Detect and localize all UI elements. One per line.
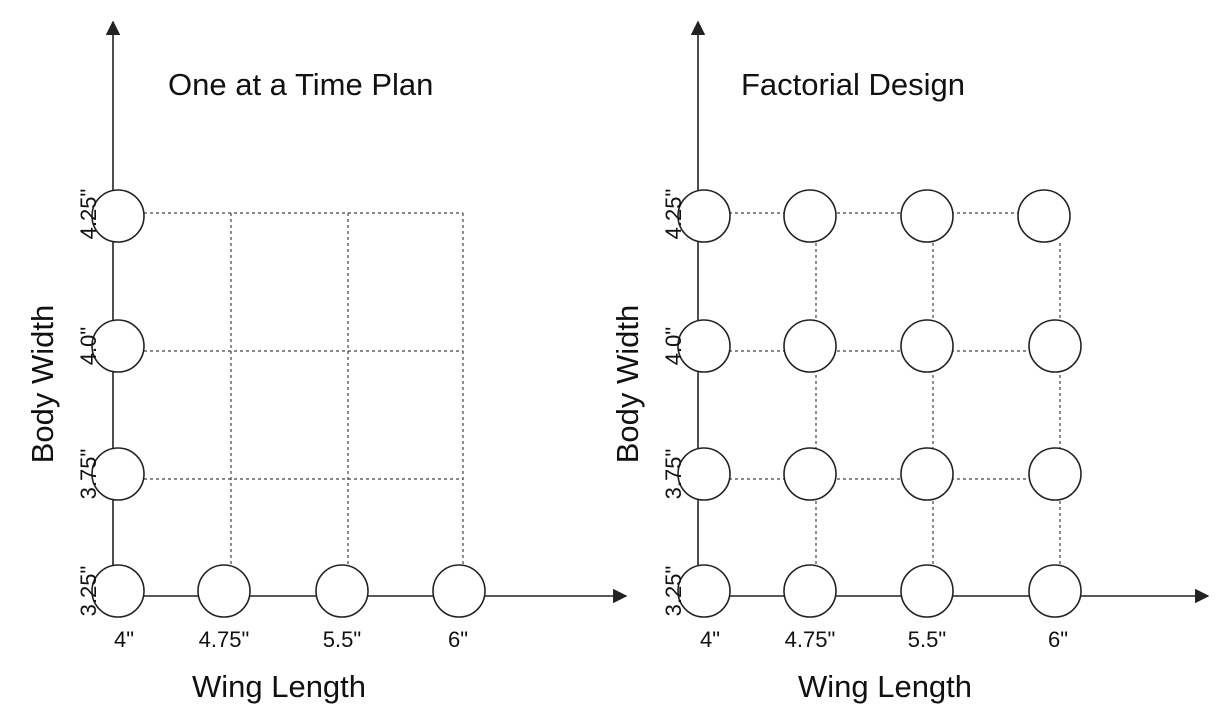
run-point	[900, 564, 954, 618]
run-point	[1017, 189, 1071, 243]
run-point	[432, 564, 486, 618]
run-point	[677, 564, 731, 618]
run-point	[1028, 447, 1082, 501]
x-tick-label: 5.5"	[908, 627, 946, 652]
run-point	[315, 564, 369, 618]
x-tick-labels: 4" 4.75" 5.5" 6"	[114, 627, 468, 652]
x-tick-label: 4"	[114, 627, 134, 652]
run-point	[91, 319, 145, 373]
x-tick-label: 4.75"	[785, 627, 836, 652]
factorial-design-panel: Factorial Design	[610, 20, 1210, 704]
one-at-a-time-panel: One at a Time Plan 4" 4.75" 5.5" 6"	[25, 20, 628, 704]
run-point	[1028, 319, 1082, 373]
y-tick-label: 4.0"	[661, 327, 686, 365]
run-point	[677, 447, 731, 501]
run-points	[677, 189, 1082, 618]
y-tick-label: 3.25"	[661, 566, 686, 617]
x-tick-labels: 4" 4.75" 5.5" 6"	[700, 627, 1068, 652]
run-point	[91, 447, 145, 501]
x-axis-label: Wing Length	[798, 669, 972, 704]
y-tick-labels: 3.25" 3.75" 4.0" 4.25"	[76, 189, 101, 617]
run-point	[91, 189, 145, 243]
run-point	[900, 189, 954, 243]
y-axis-label: Body Width	[610, 305, 645, 464]
run-point	[677, 189, 731, 243]
x-tick-label: 6"	[448, 627, 468, 652]
run-point	[900, 447, 954, 501]
run-point	[677, 319, 731, 373]
run-point	[1028, 564, 1082, 618]
panel-title: One at a Time Plan	[168, 67, 433, 102]
run-point	[91, 564, 145, 618]
y-tick-label: 4.25"	[661, 189, 686, 240]
x-tick-label: 6"	[1048, 627, 1068, 652]
run-point	[783, 564, 837, 618]
run-point	[783, 319, 837, 373]
x-tick-label: 4.75"	[199, 627, 250, 652]
run-point	[900, 319, 954, 373]
run-point	[197, 564, 251, 618]
grid-lines	[729, 212, 1061, 565]
y-tick-label: 4.0"	[76, 327, 101, 365]
y-tick-label: 3.75"	[76, 449, 101, 500]
y-tick-label: 3.25"	[76, 566, 101, 617]
y-tick-label: 3.75"	[661, 449, 686, 500]
x-tick-label: 4"	[700, 627, 720, 652]
run-point	[783, 447, 837, 501]
y-tick-label: 4.25"	[76, 189, 101, 240]
x-axis-label: Wing Length	[192, 669, 366, 704]
grid-lines	[144, 212, 464, 564]
y-axis-label: Body Width	[25, 305, 60, 464]
run-points	[91, 189, 486, 618]
y-tick-labels: 3.25" 3.75" 4.0" 4.25"	[661, 189, 686, 617]
panel-title: Factorial Design	[741, 67, 965, 102]
x-tick-label: 5.5"	[323, 627, 361, 652]
run-point	[783, 189, 837, 243]
